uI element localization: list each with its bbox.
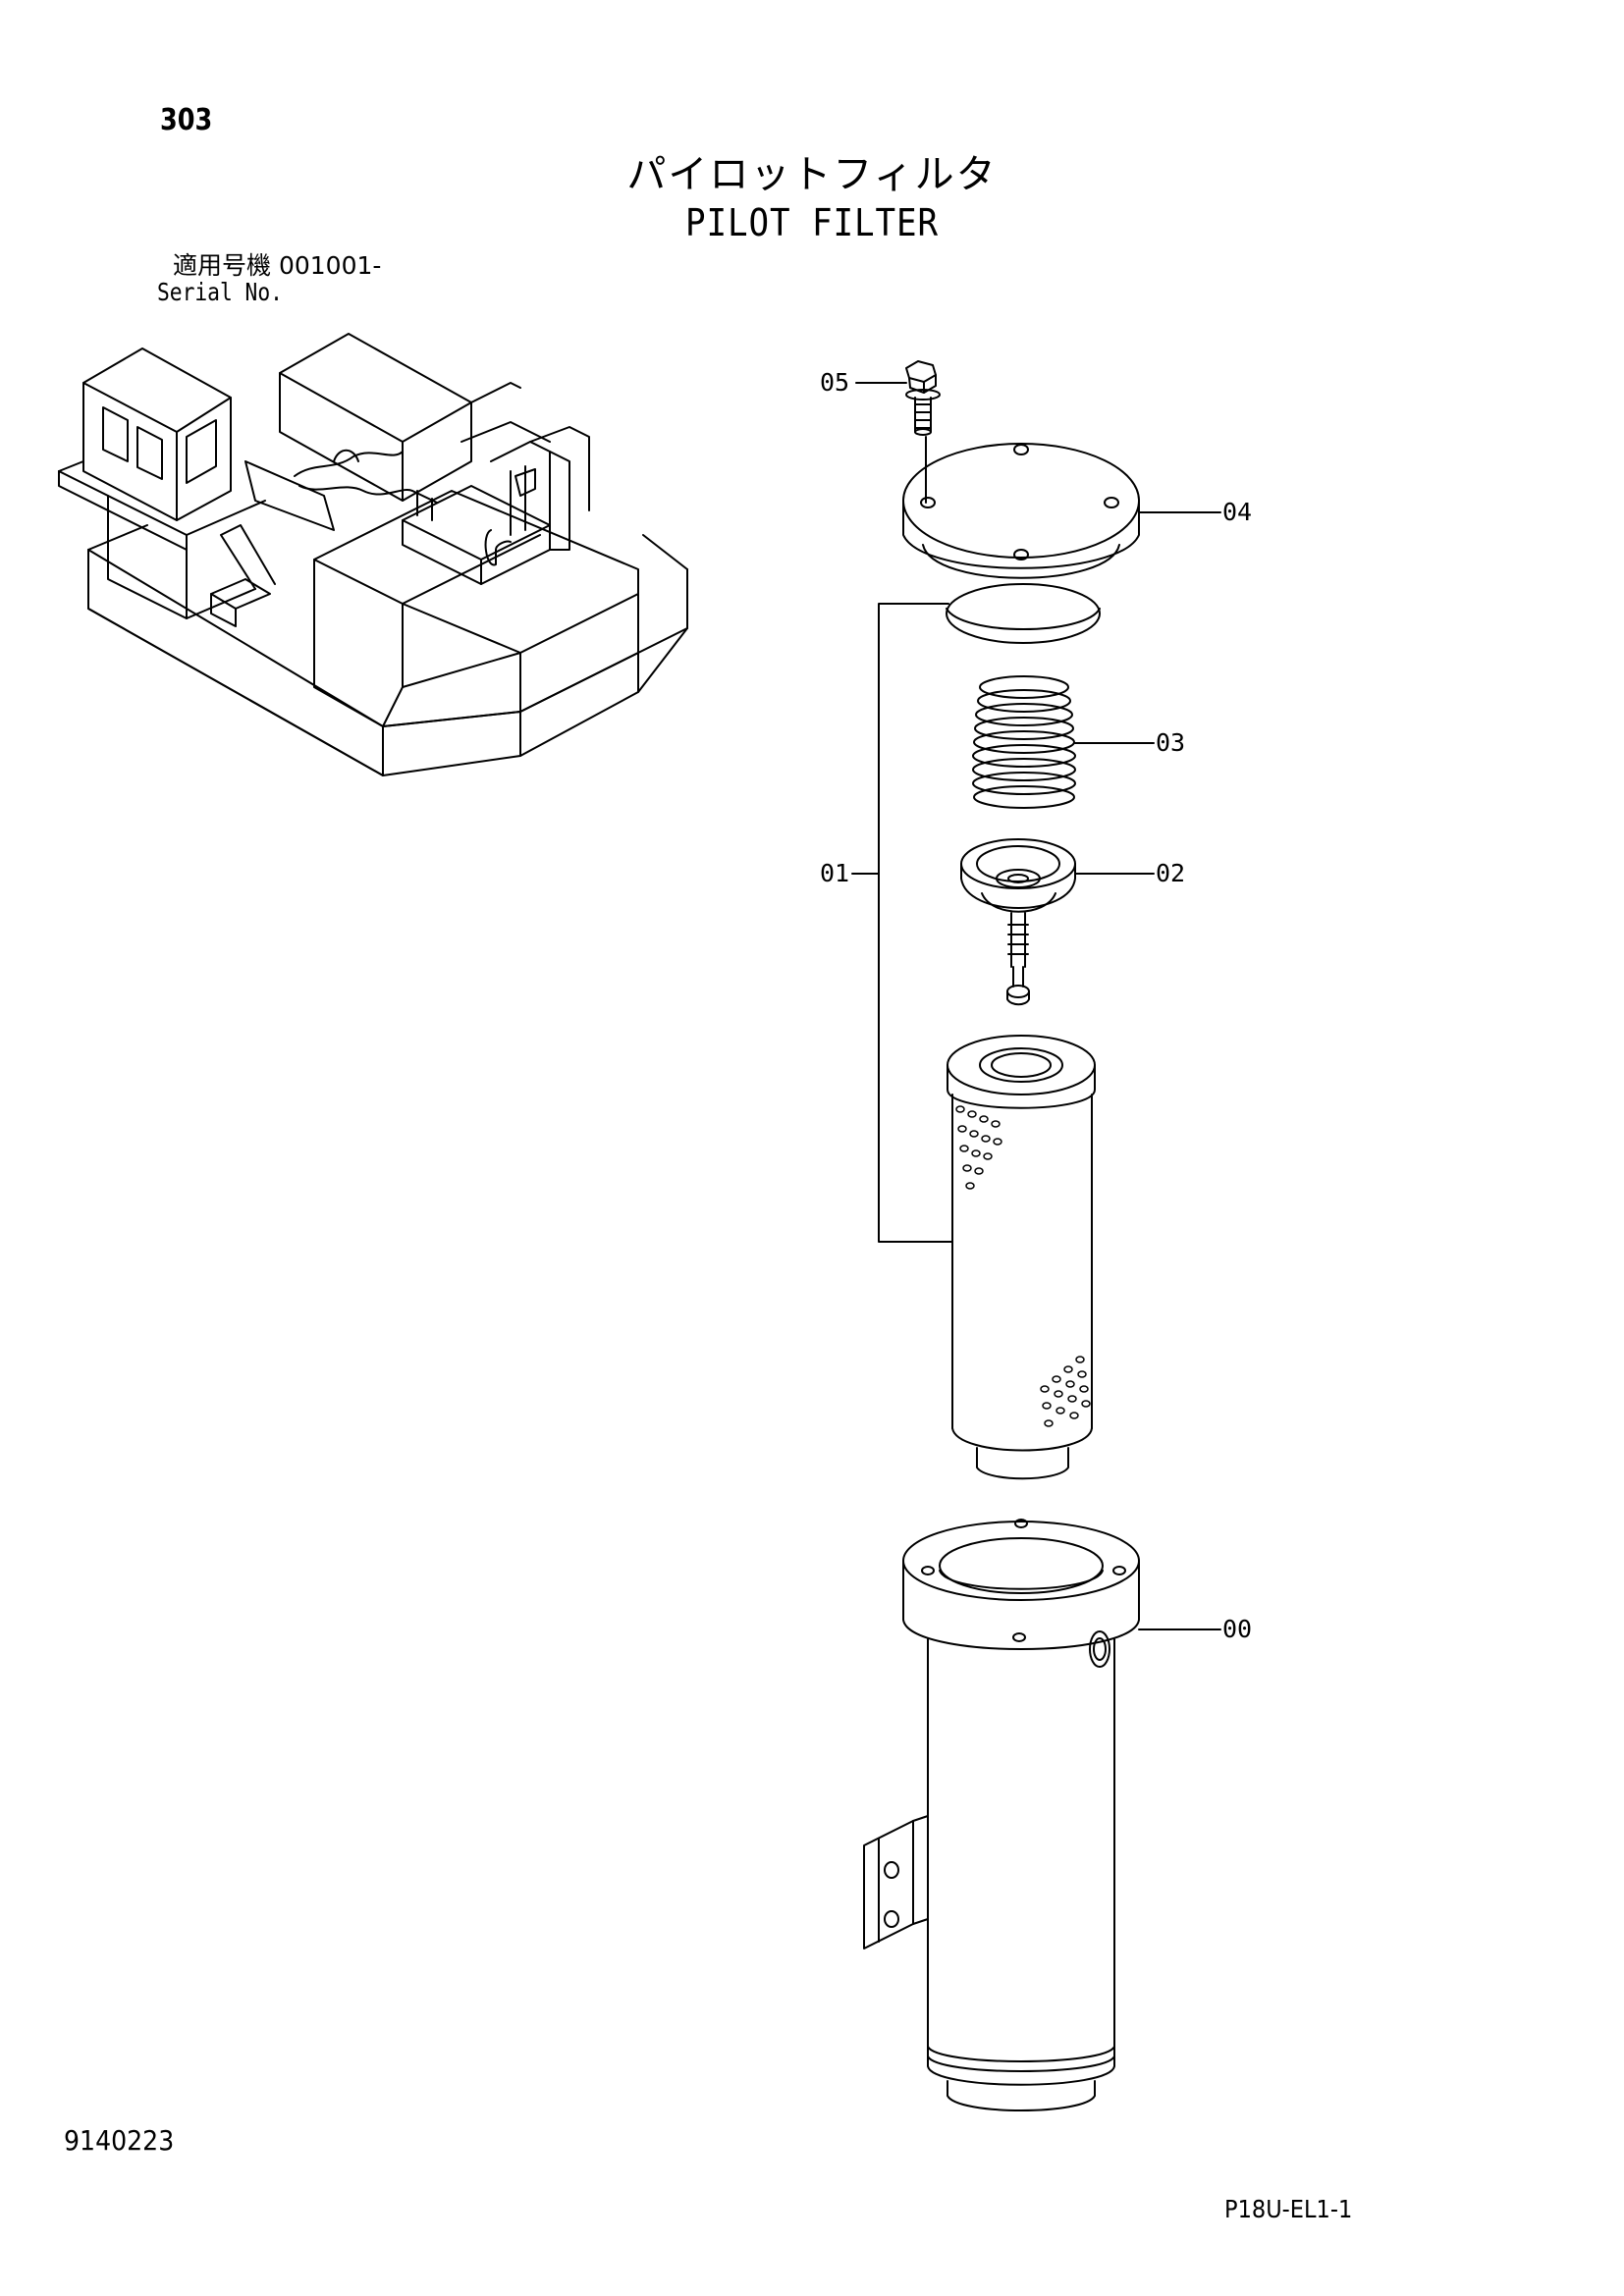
machine-overview-drawing: [58, 333, 688, 776]
part-04-cover: [902, 436, 1140, 579]
page-code: P18U-EL1-1: [1224, 2195, 1353, 2223]
o-ring: [946, 583, 1101, 644]
callout-00-label: 00: [1222, 1615, 1252, 1643]
callout-00: 00: [1138, 1615, 1252, 1643]
callout-04-label: 04: [1222, 498, 1252, 526]
callout-01-label: 01: [820, 859, 849, 887]
callout-03-label: 03: [1156, 728, 1185, 757]
page-number: 303: [160, 103, 213, 137]
callout-02: 02: [1074, 859, 1185, 887]
serial-label-japanese: 適用号機 001001-: [173, 251, 382, 280]
filter-element: [947, 1035, 1096, 1480]
part-02-valve: [960, 838, 1076, 1006]
serial-label-english: Serial No.: [157, 278, 283, 306]
callout-05-label: 05: [820, 368, 849, 397]
callout-02-label: 02: [1156, 859, 1185, 887]
callouts: 05 04 03 02 01 00: [820, 368, 1252, 1643]
title-english: PILOT FILTER: [685, 201, 939, 244]
drawing-number: 9140223: [64, 2124, 175, 2157]
title-japanese: パイロットフィルタ: [626, 152, 998, 197]
part-00-housing: [863, 1519, 1140, 2111]
part-05-bolt: [905, 360, 941, 436]
pilot-filter-exploded-view: [863, 360, 1140, 2111]
callout-01: 01: [820, 603, 953, 1243]
part-03-spring: [972, 675, 1076, 809]
callout-05: 05: [820, 368, 907, 397]
callout-04: 04: [1138, 498, 1252, 526]
callout-03: 03: [1074, 728, 1185, 757]
